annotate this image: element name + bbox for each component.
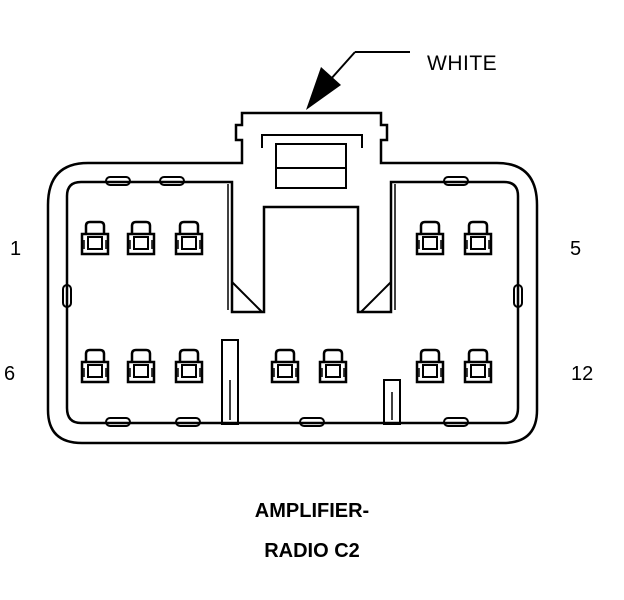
terminal-cavity-icon [174,220,204,256]
pin-label-12: 12 [571,363,594,385]
terminals-top-row [80,220,493,256]
terminal-cavity-icon [318,348,348,384]
connector-cavity-outline [65,180,520,425]
connector-housing [46,111,539,445]
key-posts [221,339,401,425]
terminal-cavity-icon [126,348,156,384]
terminal-cavity-icon [126,220,156,256]
terminal-cavity-icon [174,348,204,384]
color-callout-label: WHITE [427,52,498,75]
terminal-cavity-icon [270,348,300,384]
housing-ribs [62,176,523,427]
callout-arrow-icon [306,51,410,110]
terminals-bottom-row [80,348,493,384]
terminal-cavity-icon [80,220,110,256]
terminal-cavity-icon [80,348,110,384]
pin-label-5: 5 [570,238,582,260]
terminal-cavity-icon [463,348,493,384]
connector-title-line-1: AMPLIFIER- [254,500,370,522]
terminal-cavity-icon [415,220,445,256]
pin-label-1: 1 [10,238,22,260]
pin-label-6: 6 [4,363,16,385]
terminal-cavity-icon [415,348,445,384]
connector-latch [261,134,363,189]
terminal-cavity-icon [463,220,493,256]
connector-title-line-2: RADIO C2 [264,540,360,562]
